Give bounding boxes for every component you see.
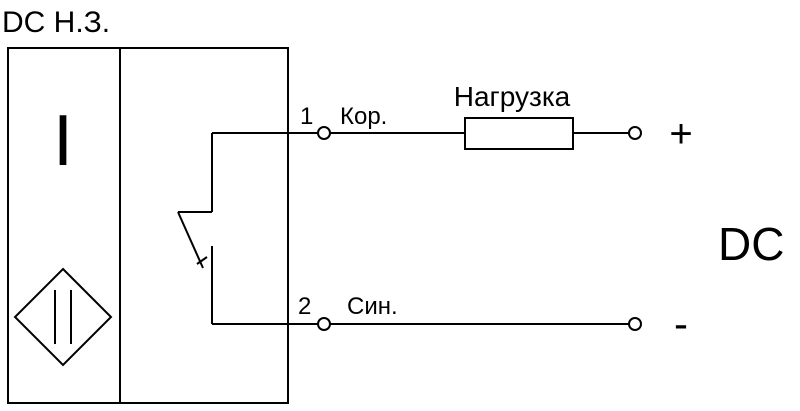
diagram-title: DC Н.З.	[2, 6, 110, 39]
terminal-1-number: 1	[300, 103, 313, 130]
supply-label: DC	[718, 218, 784, 270]
terminal-1-wire-label: Кор.	[340, 103, 387, 130]
negative-sign: -	[674, 300, 688, 347]
nc-contact-icon	[177, 132, 318, 325]
sensor-mark: I	[53, 101, 73, 181]
terminal-2-number: 2	[298, 293, 311, 320]
terminal-1	[317, 126, 331, 140]
load-label: Нагрузка	[454, 81, 571, 112]
sensor-body	[7, 47, 289, 404]
positive-terminal	[628, 126, 642, 140]
terminal-2-wire-label: Син.	[347, 293, 398, 320]
negative-terminal	[628, 317, 642, 331]
inductive-sensor-icon	[13, 267, 113, 367]
terminal-2	[317, 317, 331, 331]
positive-sign: +	[669, 112, 692, 156]
load-resistor	[464, 117, 574, 150]
